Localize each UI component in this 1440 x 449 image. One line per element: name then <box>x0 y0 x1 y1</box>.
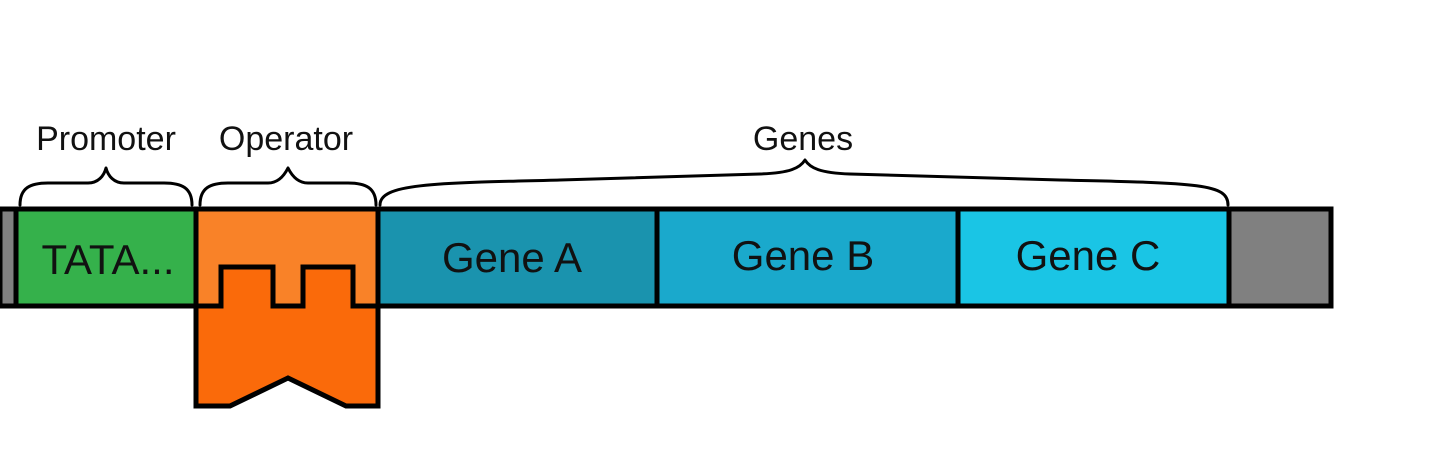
promoter-brace <box>18 166 194 207</box>
gene-c-label: Gene C <box>1016 232 1161 279</box>
genes-brace-label: Genes <box>753 120 853 158</box>
operator-brace <box>198 166 378 207</box>
gene-a-label: Gene A <box>442 234 582 281</box>
gene-a-block <box>375 206 660 309</box>
promoter-block-label: TATA... <box>42 236 175 283</box>
dna-right-end <box>1226 206 1334 309</box>
operator-brace-label: Operator <box>219 120 353 158</box>
repressor-protein <box>193 264 381 409</box>
genes-brace <box>378 158 1230 207</box>
gene-b-label: Gene B <box>732 232 874 279</box>
gene-c-block <box>955 206 1232 309</box>
promoter-brace-label: Promoter <box>36 120 176 158</box>
gene-b-block <box>654 206 961 309</box>
